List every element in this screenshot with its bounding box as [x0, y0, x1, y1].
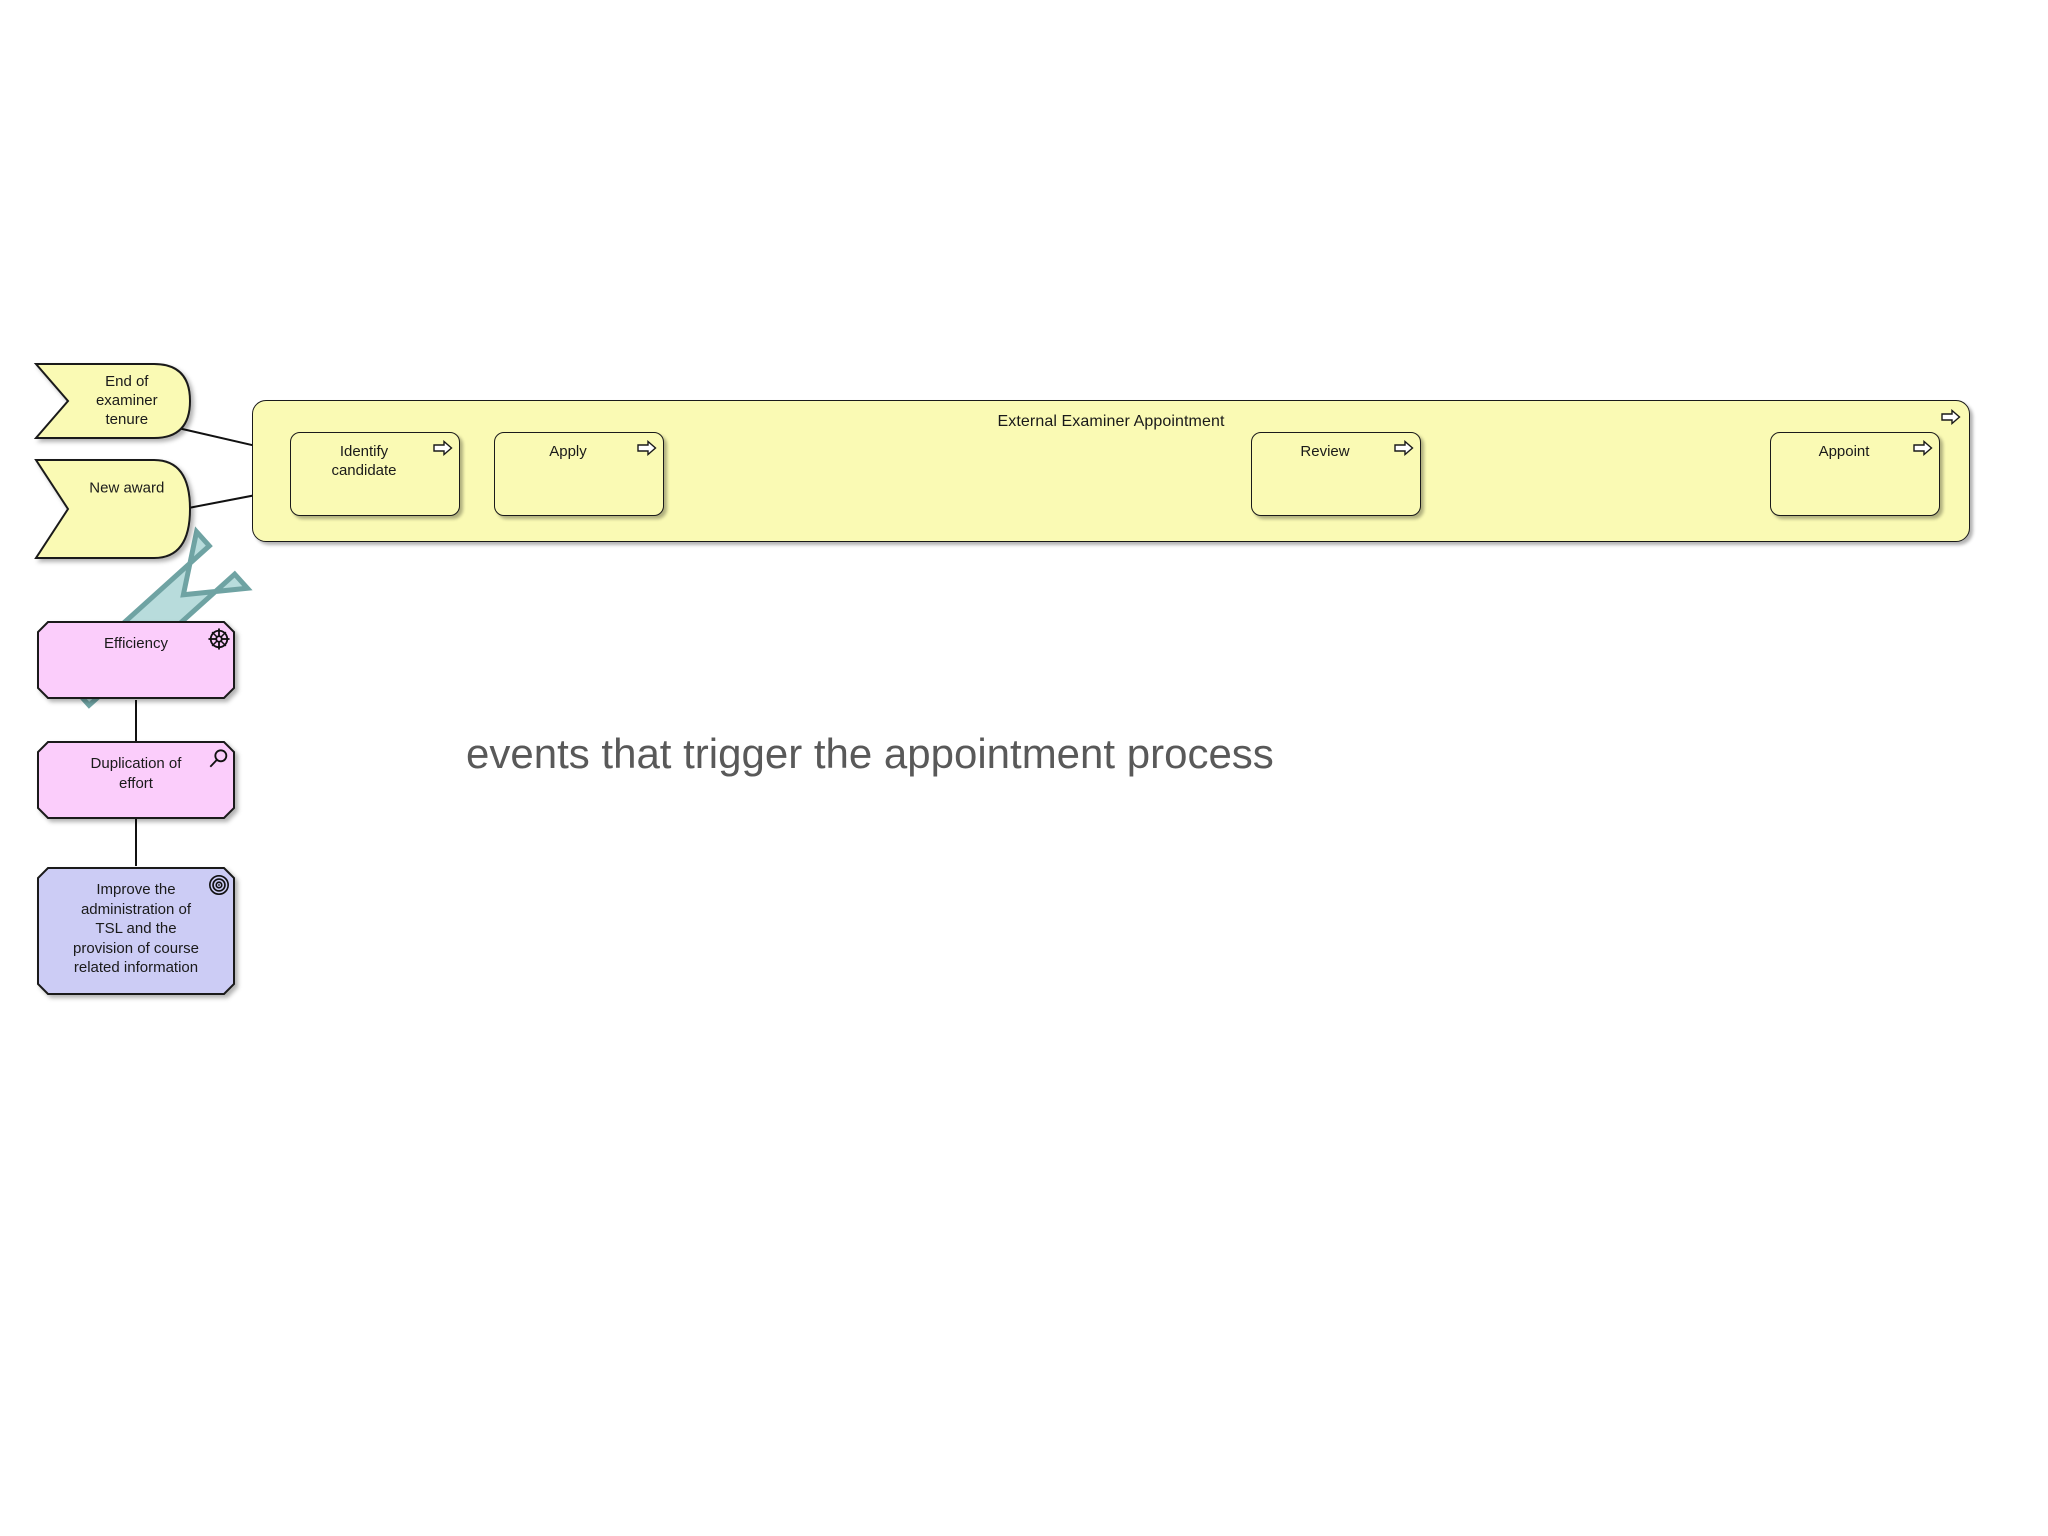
event-label: End of examiner tenure — [95, 372, 158, 428]
process-review[interactable]: Review — [1251, 432, 1421, 516]
event-label: New award — [89, 479, 165, 497]
process-apply[interactable]: Apply — [494, 432, 664, 516]
process-identify-candidate[interactable]: Identify candidate — [290, 432, 460, 516]
process-appoint[interactable]: Appoint — [1770, 432, 1940, 516]
event-end-of-examiner-tenure[interactable]: End of examiner tenure — [33, 362, 194, 440]
driver-wheel-icon — [208, 628, 230, 650]
annotation-text: events that trigger the appointment proc… — [466, 730, 1274, 777]
octagon-outline — [37, 621, 235, 699]
motivation-assessment-duplication-of-effort[interactable]: Duplication of effort — [36, 740, 236, 820]
assessment-magnifier-icon — [209, 749, 228, 768]
motivation-label: Improve the administration of TSL and th… — [73, 881, 199, 976]
process-label: Appoint — [1818, 443, 1870, 460]
process-arrow-icon — [1913, 440, 1933, 456]
process-arrow-icon — [1394, 440, 1414, 456]
motivation-driver-efficiency[interactable]: Efficiency — [36, 620, 236, 700]
event-new-award[interactable]: New award — [34, 458, 194, 560]
process-arrow-icon — [433, 440, 453, 456]
motivation-goal-improve-administration[interactable]: Improve the administration of TSL and th… — [36, 866, 236, 996]
motivation-label: Duplication of effort — [90, 755, 182, 792]
event-shape-outline — [33, 363, 192, 439]
event-shape-outline — [34, 459, 192, 559]
process-label: Review — [1300, 443, 1350, 460]
process-arrow-icon — [637, 440, 657, 456]
process-arrow-icon — [1941, 409, 1961, 425]
container-title: External Examiner Appointment — [997, 413, 1225, 430]
process-label: Apply — [549, 443, 587, 460]
octagon-outline — [37, 867, 235, 995]
goal-target-icon — [209, 875, 229, 895]
octagon-outline — [37, 741, 235, 819]
process-label: Identify candidate — [331, 443, 397, 479]
motivation-label: Efficiency — [104, 635, 168, 652]
